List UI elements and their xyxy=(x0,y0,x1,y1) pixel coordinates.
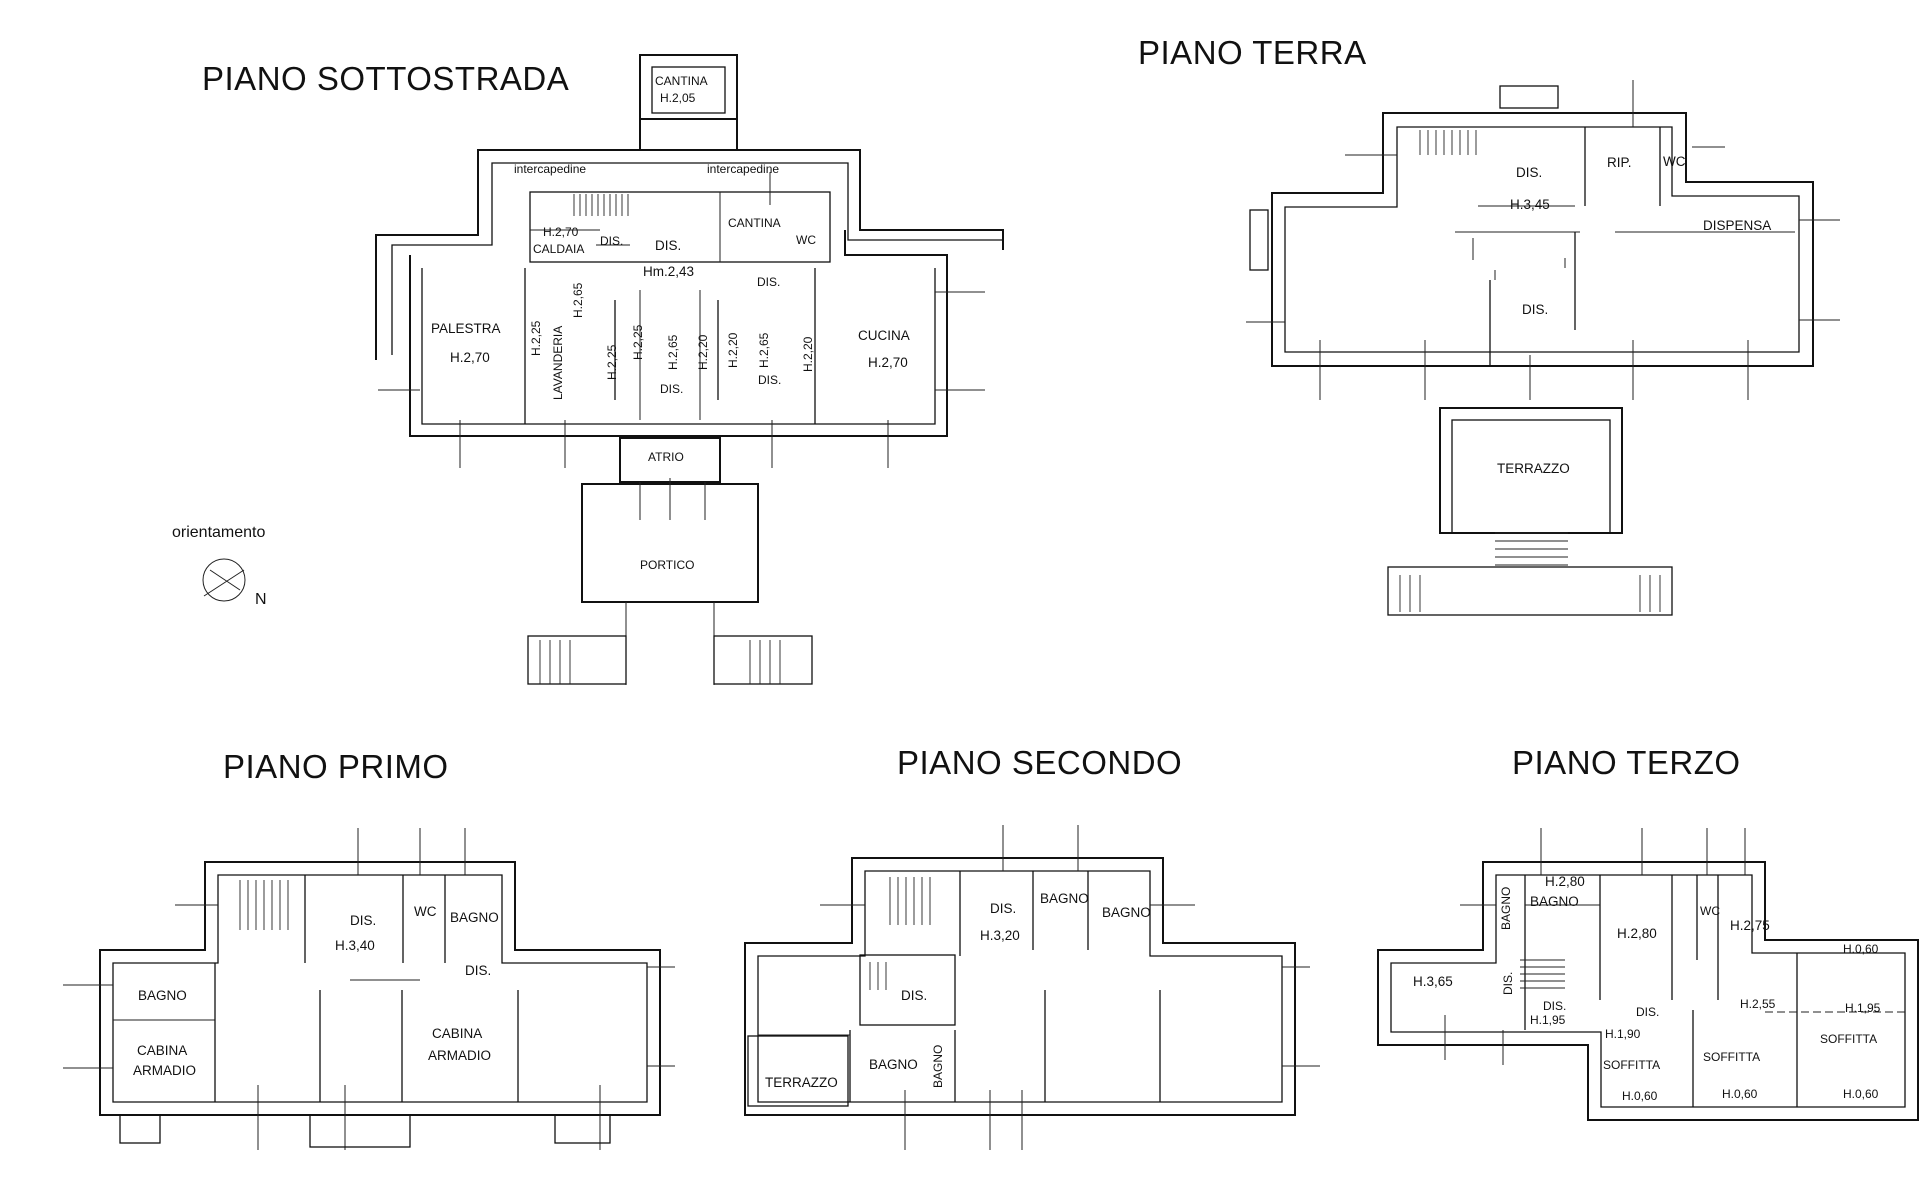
room-label: DIS. xyxy=(655,238,681,253)
room-label: DIS. xyxy=(1501,972,1515,995)
room-label: DIS. xyxy=(350,913,376,928)
height-label: H.2,20 xyxy=(696,334,710,370)
room-label: SOFFITTA xyxy=(1703,1050,1760,1064)
height-label: H.2,80 xyxy=(1617,926,1657,941)
height-label: H.3,65 xyxy=(1413,974,1453,989)
title-sottostrada: PIANO SOTTOSTRADA xyxy=(202,60,569,97)
plan-sottostrada: PIANO SOTTOSTRADA xyxy=(202,54,1004,685)
plan-secondo: PIANO SECONDO DIS. H.3,20 BAGNO BA xyxy=(744,744,1320,1150)
compass-icon xyxy=(202,558,246,602)
height-label: H.2,20 xyxy=(726,332,740,368)
height-label: H.2,25 xyxy=(631,324,645,360)
height-label: H.2,80 xyxy=(1545,874,1585,889)
room-label: RIP. xyxy=(1607,155,1632,170)
height-label: H.3,20 xyxy=(980,928,1020,943)
height-label: H.1,95 xyxy=(1530,1013,1566,1027)
room-label: BAGNO xyxy=(1040,891,1089,906)
height-label: H.0,60 xyxy=(1622,1089,1658,1103)
height-label: H.0,60 xyxy=(1843,1087,1879,1101)
room-label: DIS. xyxy=(1543,999,1566,1013)
room-label: DISPENSA xyxy=(1703,218,1771,233)
north-label: N xyxy=(255,591,267,608)
plan-terra: PIANO TERRA xyxy=(1138,34,1840,616)
room-label: TERRAZZO xyxy=(1497,461,1570,476)
height-label: H.2,65 xyxy=(666,334,680,370)
room-label: intercapedine xyxy=(514,162,586,176)
room-label: DIS. xyxy=(1516,165,1542,180)
title-secondo: PIANO SECONDO xyxy=(897,744,1182,781)
height-label: H.2,25 xyxy=(605,344,619,380)
height-label: H.2,25 xyxy=(529,320,543,356)
room-label: BAGNO xyxy=(869,1057,918,1072)
height-label: H.1,90 xyxy=(1605,1027,1641,1041)
room-label: intercapedine xyxy=(707,162,779,176)
room-label: WC xyxy=(414,904,437,919)
room-label: DIS. xyxy=(660,382,683,396)
room-label: BAGNO xyxy=(138,988,187,1003)
title-terra: PIANO TERRA xyxy=(1138,34,1367,71)
room-label: CABINA xyxy=(432,1026,482,1041)
plan-terzo: PIANO TERZO BAGNO H.2,80 BAGNO H.2,80 WC… xyxy=(1377,744,1919,1121)
height-label: H.2,20 xyxy=(801,336,815,372)
plan-primo: PIANO PRIMO DIS. H.3,40 WC xyxy=(63,748,675,1150)
room-label: ARMADIO xyxy=(133,1063,196,1078)
room-label: DIS. xyxy=(758,373,781,387)
room-label: PALESTRA xyxy=(431,321,501,336)
room-label: DIS. xyxy=(1522,302,1548,317)
room-label: WC xyxy=(1700,904,1720,918)
room-label: CALDAIA xyxy=(533,242,584,256)
room-label: DIS. xyxy=(990,901,1016,916)
title-primo: PIANO PRIMO xyxy=(223,748,449,785)
room-label: BAGNO xyxy=(931,1045,945,1088)
room-label: LAVANDERIA xyxy=(551,326,565,400)
room-label: CANTINA xyxy=(655,74,708,88)
room-label: DIS. xyxy=(1636,1005,1659,1019)
orientation-marker: orientamento N xyxy=(172,524,267,608)
height-label: H.3,40 xyxy=(335,938,375,953)
room-label: ATRIO xyxy=(648,450,684,464)
height-label: Hm.2,43 xyxy=(643,264,694,279)
height-label: H.2,70 xyxy=(450,350,490,365)
height-label: H.0,60 xyxy=(1722,1087,1758,1101)
room-label: WC xyxy=(1663,154,1686,169)
height-label: H.2,70 xyxy=(543,225,579,239)
orientation-label: orientamento xyxy=(172,524,265,541)
room-label: DIS. xyxy=(600,234,623,248)
room-label: ARMADIO xyxy=(428,1048,491,1063)
height-label: H.2,75 xyxy=(1730,918,1770,933)
height-label: H.1,95 xyxy=(1845,1001,1881,1015)
height-label: H.2,70 xyxy=(868,355,908,370)
height-label: H.2,65 xyxy=(571,282,585,318)
room-label: CABINA xyxy=(137,1043,187,1058)
room-label: DIS. xyxy=(757,275,780,289)
title-terzo: PIANO TERZO xyxy=(1512,744,1741,781)
room-label: WC xyxy=(796,233,816,247)
room-label: BAGNO xyxy=(1102,905,1151,920)
room-label: BAGNO xyxy=(450,910,499,925)
height-label: H.2,05 xyxy=(660,91,696,105)
height-label: H.2,65 xyxy=(757,332,771,368)
room-label: DIS. xyxy=(901,988,927,1003)
room-label: DIS. xyxy=(465,963,491,978)
room-label: PORTICO xyxy=(640,558,694,572)
room-label: TERRAZZO xyxy=(765,1075,838,1090)
height-label: H.0,60 xyxy=(1843,942,1879,956)
room-label: BAGNO xyxy=(1530,894,1579,909)
height-label: H.3,45 xyxy=(1510,197,1550,212)
room-label: BAGNO xyxy=(1499,887,1513,930)
room-label: CUCINA xyxy=(858,328,910,343)
room-label: SOFFITTA xyxy=(1603,1058,1660,1072)
room-label: SOFFITTA xyxy=(1820,1032,1877,1046)
height-label: H.2,55 xyxy=(1740,997,1776,1011)
room-label: CANTINA xyxy=(728,216,781,230)
